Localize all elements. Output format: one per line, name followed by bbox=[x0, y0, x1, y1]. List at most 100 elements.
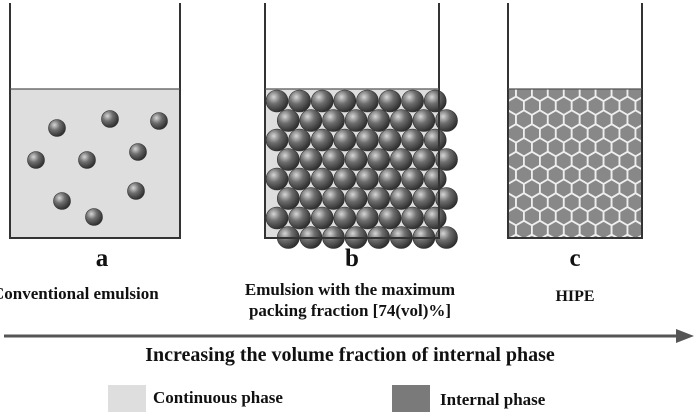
hex-cell bbox=[508, 127, 509, 140]
droplet bbox=[378, 206, 402, 230]
hex-cell bbox=[651, 179, 667, 197]
hex-cell bbox=[643, 166, 659, 184]
droplet bbox=[150, 112, 168, 130]
droplet bbox=[276, 148, 300, 171]
droplet bbox=[288, 206, 311, 230]
hex-cell bbox=[508, 69, 524, 87]
droplet bbox=[435, 187, 458, 210]
hex-cell bbox=[651, 207, 667, 225]
droplet bbox=[129, 143, 147, 161]
droplet bbox=[265, 89, 289, 113]
hex-cell bbox=[484, 193, 500, 211]
droplet bbox=[344, 109, 368, 132]
droplet bbox=[265, 128, 289, 152]
droplet bbox=[322, 187, 345, 210]
panel-a-letter: a bbox=[95, 245, 109, 272]
droplet bbox=[356, 128, 379, 152]
droplet bbox=[367, 109, 391, 132]
hex-cell bbox=[643, 138, 659, 156]
droplet bbox=[367, 187, 391, 210]
hex-cell bbox=[484, 83, 500, 101]
hex-cell bbox=[508, 210, 509, 222]
droplet bbox=[101, 110, 119, 128]
hex-cell bbox=[643, 193, 659, 211]
hex-cell bbox=[492, 235, 508, 253]
droplet bbox=[333, 206, 357, 230]
hex-cell bbox=[508, 100, 509, 112]
hex-cell bbox=[524, 69, 540, 87]
panel-b-letter: b bbox=[345, 245, 359, 272]
droplet bbox=[27, 151, 45, 169]
droplet bbox=[435, 109, 458, 132]
hex-cell bbox=[651, 235, 667, 253]
axis-label: Increasing the volume fraction of intern… bbox=[145, 344, 555, 366]
droplet bbox=[288, 128, 311, 152]
beaker-c-outline bbox=[507, 3, 643, 239]
hex-cell bbox=[651, 97, 667, 115]
droplet bbox=[356, 167, 379, 191]
hex-cell bbox=[484, 138, 500, 156]
droplet bbox=[333, 128, 357, 152]
droplet bbox=[378, 89, 402, 113]
panel-c-caption: HIPE bbox=[555, 288, 595, 305]
hex-cell bbox=[634, 151, 642, 171]
hex-cell bbox=[634, 96, 642, 116]
hex-cell bbox=[651, 152, 667, 170]
hex-cell bbox=[484, 166, 500, 184]
hex-cell bbox=[634, 206, 642, 226]
hex-cell bbox=[620, 69, 636, 87]
panel-c-letter: c bbox=[569, 245, 581, 272]
droplet bbox=[299, 109, 323, 132]
beaker-a bbox=[9, 3, 181, 239]
droplet bbox=[356, 206, 379, 230]
droplet bbox=[401, 128, 424, 152]
hex-cell bbox=[540, 69, 556, 87]
droplets-b bbox=[265, 89, 458, 249]
droplet bbox=[401, 167, 424, 191]
droplet bbox=[48, 119, 66, 137]
droplet bbox=[299, 148, 323, 171]
droplet bbox=[265, 206, 289, 230]
hex-cell bbox=[508, 155, 509, 167]
hex-cell bbox=[572, 69, 588, 87]
droplet bbox=[333, 89, 357, 113]
panel-a-caption: Conventional emulsion bbox=[0, 284, 159, 303]
hex-cell bbox=[651, 69, 667, 87]
droplet bbox=[423, 89, 447, 113]
droplet bbox=[367, 148, 391, 171]
droplet bbox=[288, 89, 311, 113]
hexagonal-cells-c bbox=[484, 69, 667, 253]
droplet bbox=[310, 89, 334, 113]
droplet bbox=[53, 192, 71, 210]
increase-arrow bbox=[4, 329, 694, 343]
droplet bbox=[310, 206, 334, 230]
droplet bbox=[265, 167, 289, 191]
droplet bbox=[333, 167, 357, 191]
droplet bbox=[423, 128, 447, 152]
hex-cell bbox=[643, 221, 659, 239]
droplet bbox=[322, 148, 345, 171]
beaker-b-outline bbox=[264, 3, 440, 239]
droplet bbox=[78, 151, 96, 169]
beaker-b bbox=[264, 3, 458, 249]
hex-cell bbox=[484, 110, 500, 128]
droplet bbox=[412, 187, 436, 210]
legend-label-continuous: Continuous phase bbox=[153, 388, 283, 407]
hex-cell bbox=[588, 69, 604, 87]
droplet bbox=[310, 128, 334, 152]
droplet bbox=[401, 89, 424, 113]
droplet bbox=[85, 208, 103, 226]
droplet bbox=[401, 206, 424, 230]
droplet bbox=[389, 148, 413, 171]
droplet bbox=[389, 187, 413, 210]
droplet bbox=[389, 109, 413, 132]
droplet bbox=[276, 109, 300, 132]
hex-cell bbox=[604, 69, 620, 87]
droplet bbox=[322, 109, 345, 132]
droplet bbox=[412, 148, 436, 171]
droplet bbox=[344, 148, 368, 171]
hex-cell bbox=[492, 69, 508, 87]
hex-cell bbox=[626, 219, 642, 238]
droplet bbox=[288, 167, 311, 191]
